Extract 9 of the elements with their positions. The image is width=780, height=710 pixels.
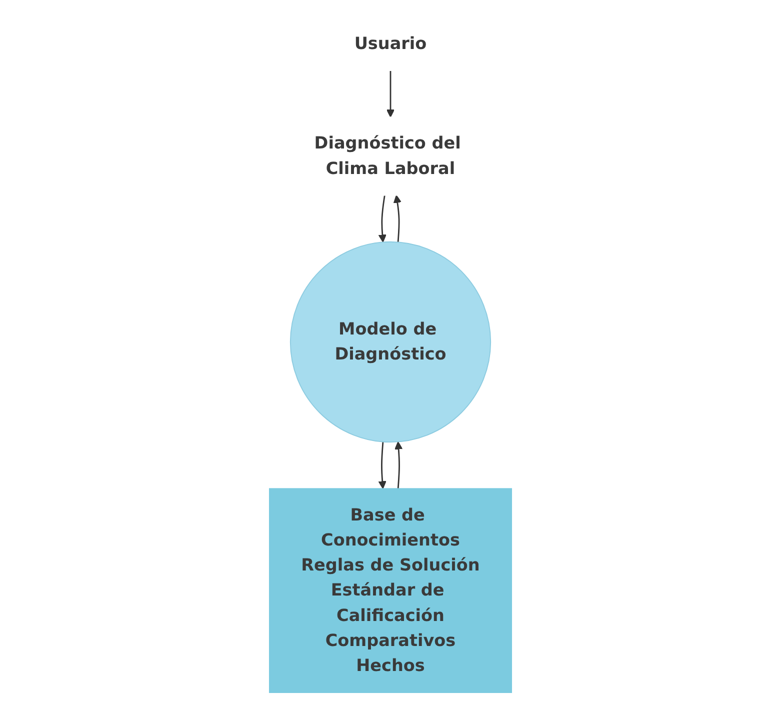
- arrow: [394, 441, 402, 489]
- node-text: Diagnóstico del Clima Laboral: [314, 134, 460, 179]
- node-text: Usuario: [354, 34, 426, 54]
- arrow: [378, 442, 386, 489]
- arrow: [386, 70, 394, 118]
- arrow: [392, 194, 401, 242]
- node-box: Base de Conocimientos Reglas de Solución Estándar de Calificación Comparativos Hechos: [268, 488, 512, 693]
- arrow: [378, 195, 386, 243]
- node-circle: Modelo de Diagnóstico: [289, 241, 491, 443]
